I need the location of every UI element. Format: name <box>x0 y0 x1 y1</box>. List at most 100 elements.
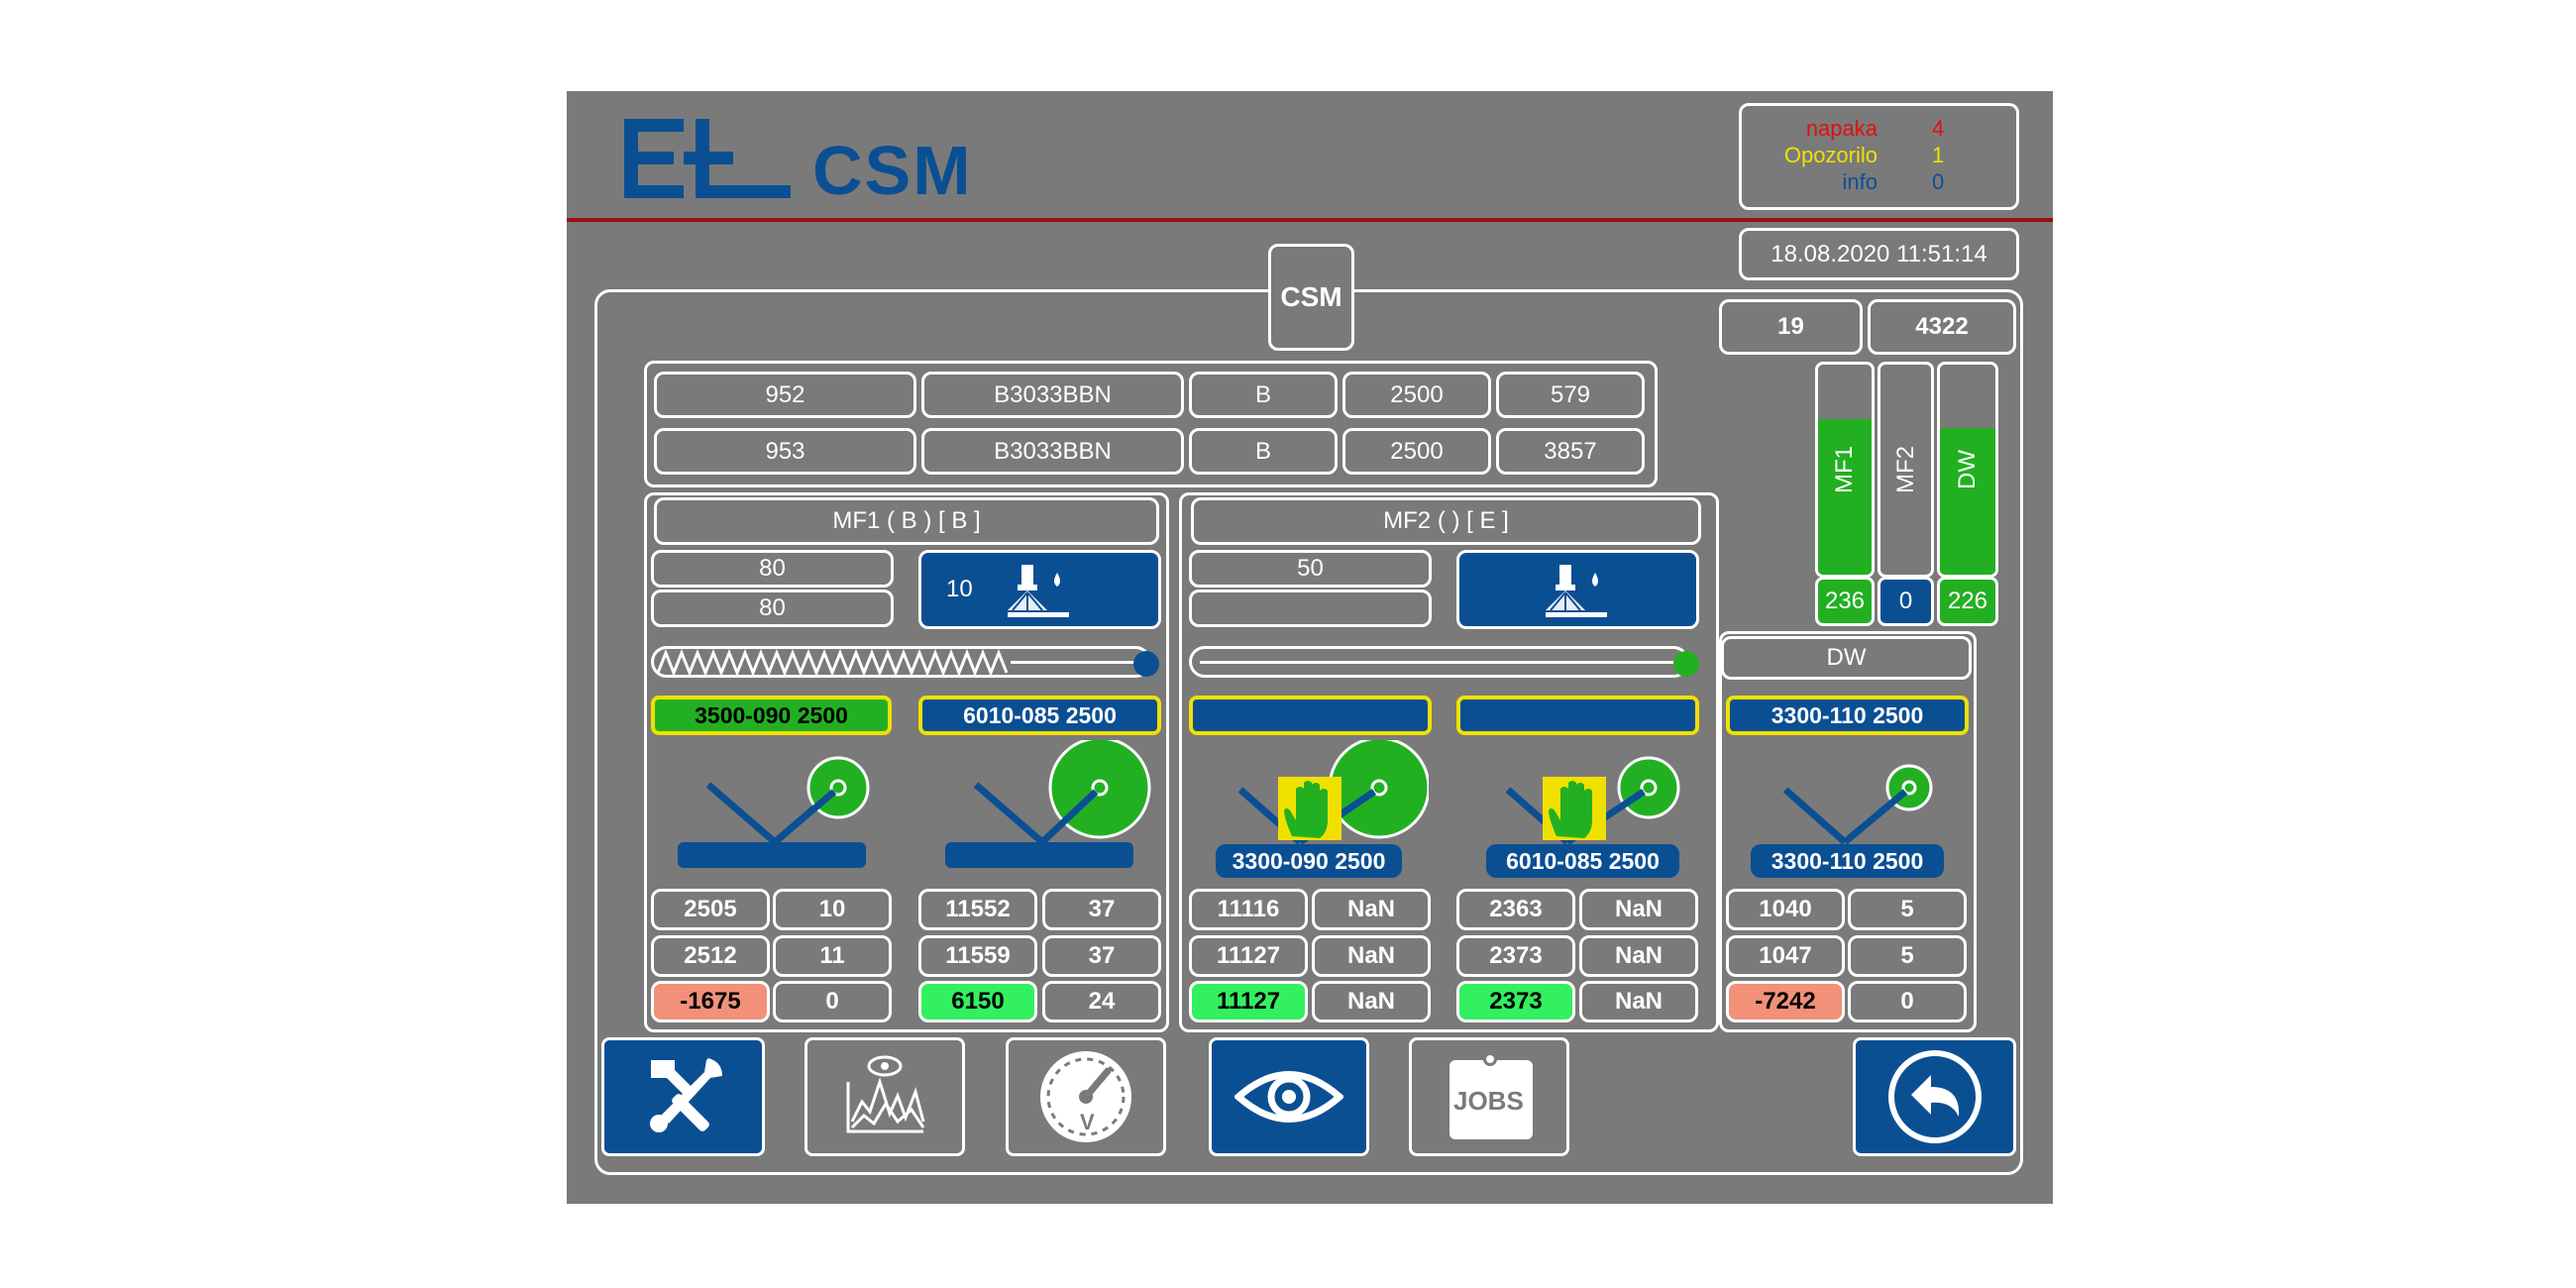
gauge-icon <box>1040 1051 1131 1142</box>
orders-table <box>644 361 1658 487</box>
mf1-title: MF1 ( B ) [ B ] <box>654 497 1159 545</box>
mf1-spray-value: 10 <box>946 576 973 602</box>
unit1-graphic <box>676 745 874 874</box>
order-cell: 2500 <box>1342 428 1491 475</box>
stat-cell: 10 <box>773 889 892 930</box>
meter-mf1: MF1 <box>1815 362 1875 578</box>
meter-mf2: MF2 <box>1878 362 1934 578</box>
header-divider <box>567 218 2053 222</box>
back-button[interactable] <box>1853 1037 2016 1156</box>
stat-cell: NaN <box>1312 981 1431 1022</box>
eye-icon <box>1234 1071 1343 1123</box>
meter-dw-value: 226 <box>1937 577 1998 626</box>
stat-cell: 2512 <box>651 935 770 977</box>
order-cell: 579 <box>1496 372 1645 418</box>
mf1-feed-slider[interactable] <box>651 646 1151 678</box>
stat-cell: -7242 <box>1726 981 1845 1022</box>
tools-button[interactable] <box>601 1037 765 1156</box>
tools-icon <box>649 1058 722 1132</box>
panel-tab-csm[interactable]: CSM <box>1268 244 1354 351</box>
unit-label <box>1189 696 1432 735</box>
gauge-button[interactable]: V <box>1006 1037 1166 1156</box>
unit5-graphic <box>1766 745 1964 874</box>
alarm-error-label: napaka <box>1805 116 1878 141</box>
unit5-pill: 3300-110 2500 <box>1751 844 1944 878</box>
stat-cell: 11 <box>773 935 892 977</box>
unit-label: 6010-085 2500 <box>918 696 1161 735</box>
jobs-button[interactable]: JOBS <box>1409 1037 1569 1156</box>
meter-dw-label: DW <box>1954 450 1981 489</box>
stat-cell: 11552 <box>918 889 1037 930</box>
datetime-display: 18.08.2020 11:51:14 <box>1739 228 2019 280</box>
unit2-graphic <box>943 736 1151 874</box>
mf1-section <box>644 492 1169 1032</box>
meter-mf2-label: MF2 <box>1891 446 1919 493</box>
hmi-screen: CSM napaka 4 Opozorilo 1 info 0 18.08.20… <box>567 91 2053 1204</box>
alarm-info-count: 0 <box>1932 169 1945 194</box>
mf2-feed-track <box>1200 661 1675 664</box>
mf1-value-1: 80 <box>651 550 894 588</box>
mf2-feed-slider[interactable] <box>1189 646 1689 678</box>
order-cell: 953 <box>654 428 916 475</box>
counter-b: 4322 <box>1868 299 2016 355</box>
order-cell: B3033BBN <box>921 428 1184 475</box>
stat-cell: 2505 <box>651 889 770 930</box>
stat-cell: 5 <box>1848 889 1967 930</box>
stat-cell: 2373 <box>1456 981 1575 1022</box>
stat-cell: 11116 <box>1189 889 1308 930</box>
stat-cell: NaN <box>1312 935 1431 977</box>
alarm-summary[interactable]: napaka 4 Opozorilo 1 info 0 <box>1739 103 2019 210</box>
stat-cell: 24 <box>1042 981 1161 1022</box>
stat-cell: 6150 <box>918 981 1037 1022</box>
mf1-value-2: 80 <box>651 590 894 627</box>
stat-cell: 11127 <box>1189 935 1308 977</box>
mf1-feed-track <box>1011 661 1144 664</box>
dw-section <box>1719 631 1977 1032</box>
stat-cell: NaN <box>1312 889 1431 930</box>
stat-cell: 11127 <box>1189 981 1308 1022</box>
trend-button[interactable] <box>805 1037 965 1156</box>
mf1-feed-knob[interactable] <box>1133 651 1159 677</box>
unit-label <box>1456 696 1699 735</box>
alarm-warning-count: 1 <box>1932 143 1945 167</box>
counter-a: 19 <box>1719 299 1863 355</box>
hand-stop-icon <box>1278 777 1342 840</box>
unit-label: 3300-110 2500 <box>1726 696 1969 735</box>
stat-cell: 1040 <box>1726 889 1845 930</box>
stat-cell: 5 <box>1848 935 1967 977</box>
stat-cell: 11559 <box>918 935 1037 977</box>
meter-dw: DW <box>1937 362 1998 578</box>
order-cell: 3857 <box>1496 428 1645 475</box>
dw-title: DW <box>1721 636 1972 680</box>
jobs-label: JOBS <box>1453 1086 1524 1116</box>
order-cell: 952 <box>654 372 916 418</box>
order-cell: B <box>1189 428 1338 475</box>
alarm-error-count: 4 <box>1932 116 1945 141</box>
stat-cell: 1047 <box>1726 935 1845 977</box>
meter-mf1-fill <box>1818 419 1872 575</box>
meter-mf1-label: MF1 <box>1831 446 1858 493</box>
undo-arrow-icon <box>1887 1050 1982 1143</box>
stat-cell: 2363 <box>1456 889 1575 930</box>
stat-cell: NaN <box>1579 935 1698 977</box>
app-title: CSM <box>812 132 973 209</box>
mf2-section <box>1179 492 1719 1032</box>
jobs-icon <box>1449 1060 1533 1139</box>
stat-cell: 0 <box>773 981 892 1022</box>
meter-mf2-value: 0 <box>1878 577 1934 626</box>
gauge-unit-label: V <box>1080 1110 1095 1134</box>
mf2-feed-knob[interactable] <box>1673 651 1699 677</box>
hand-stop-icon <box>1543 777 1606 840</box>
stat-cell: 2373 <box>1456 935 1575 977</box>
order-cell: B <box>1189 372 1338 418</box>
stat-cell: 37 <box>1042 889 1161 930</box>
order-cell: B3033BBN <box>921 372 1184 418</box>
meter-mf1-value: 236 <box>1815 577 1875 626</box>
stat-cell: 37 <box>1042 935 1161 977</box>
view-button[interactable] <box>1209 1037 1369 1156</box>
mf2-value-1: 50 <box>1189 550 1432 588</box>
stat-cell: NaN <box>1579 889 1698 930</box>
unit3-pill: 3300-090 2500 <box>1216 844 1402 878</box>
mf2-value-2 <box>1189 590 1432 627</box>
el-logo <box>624 119 791 198</box>
